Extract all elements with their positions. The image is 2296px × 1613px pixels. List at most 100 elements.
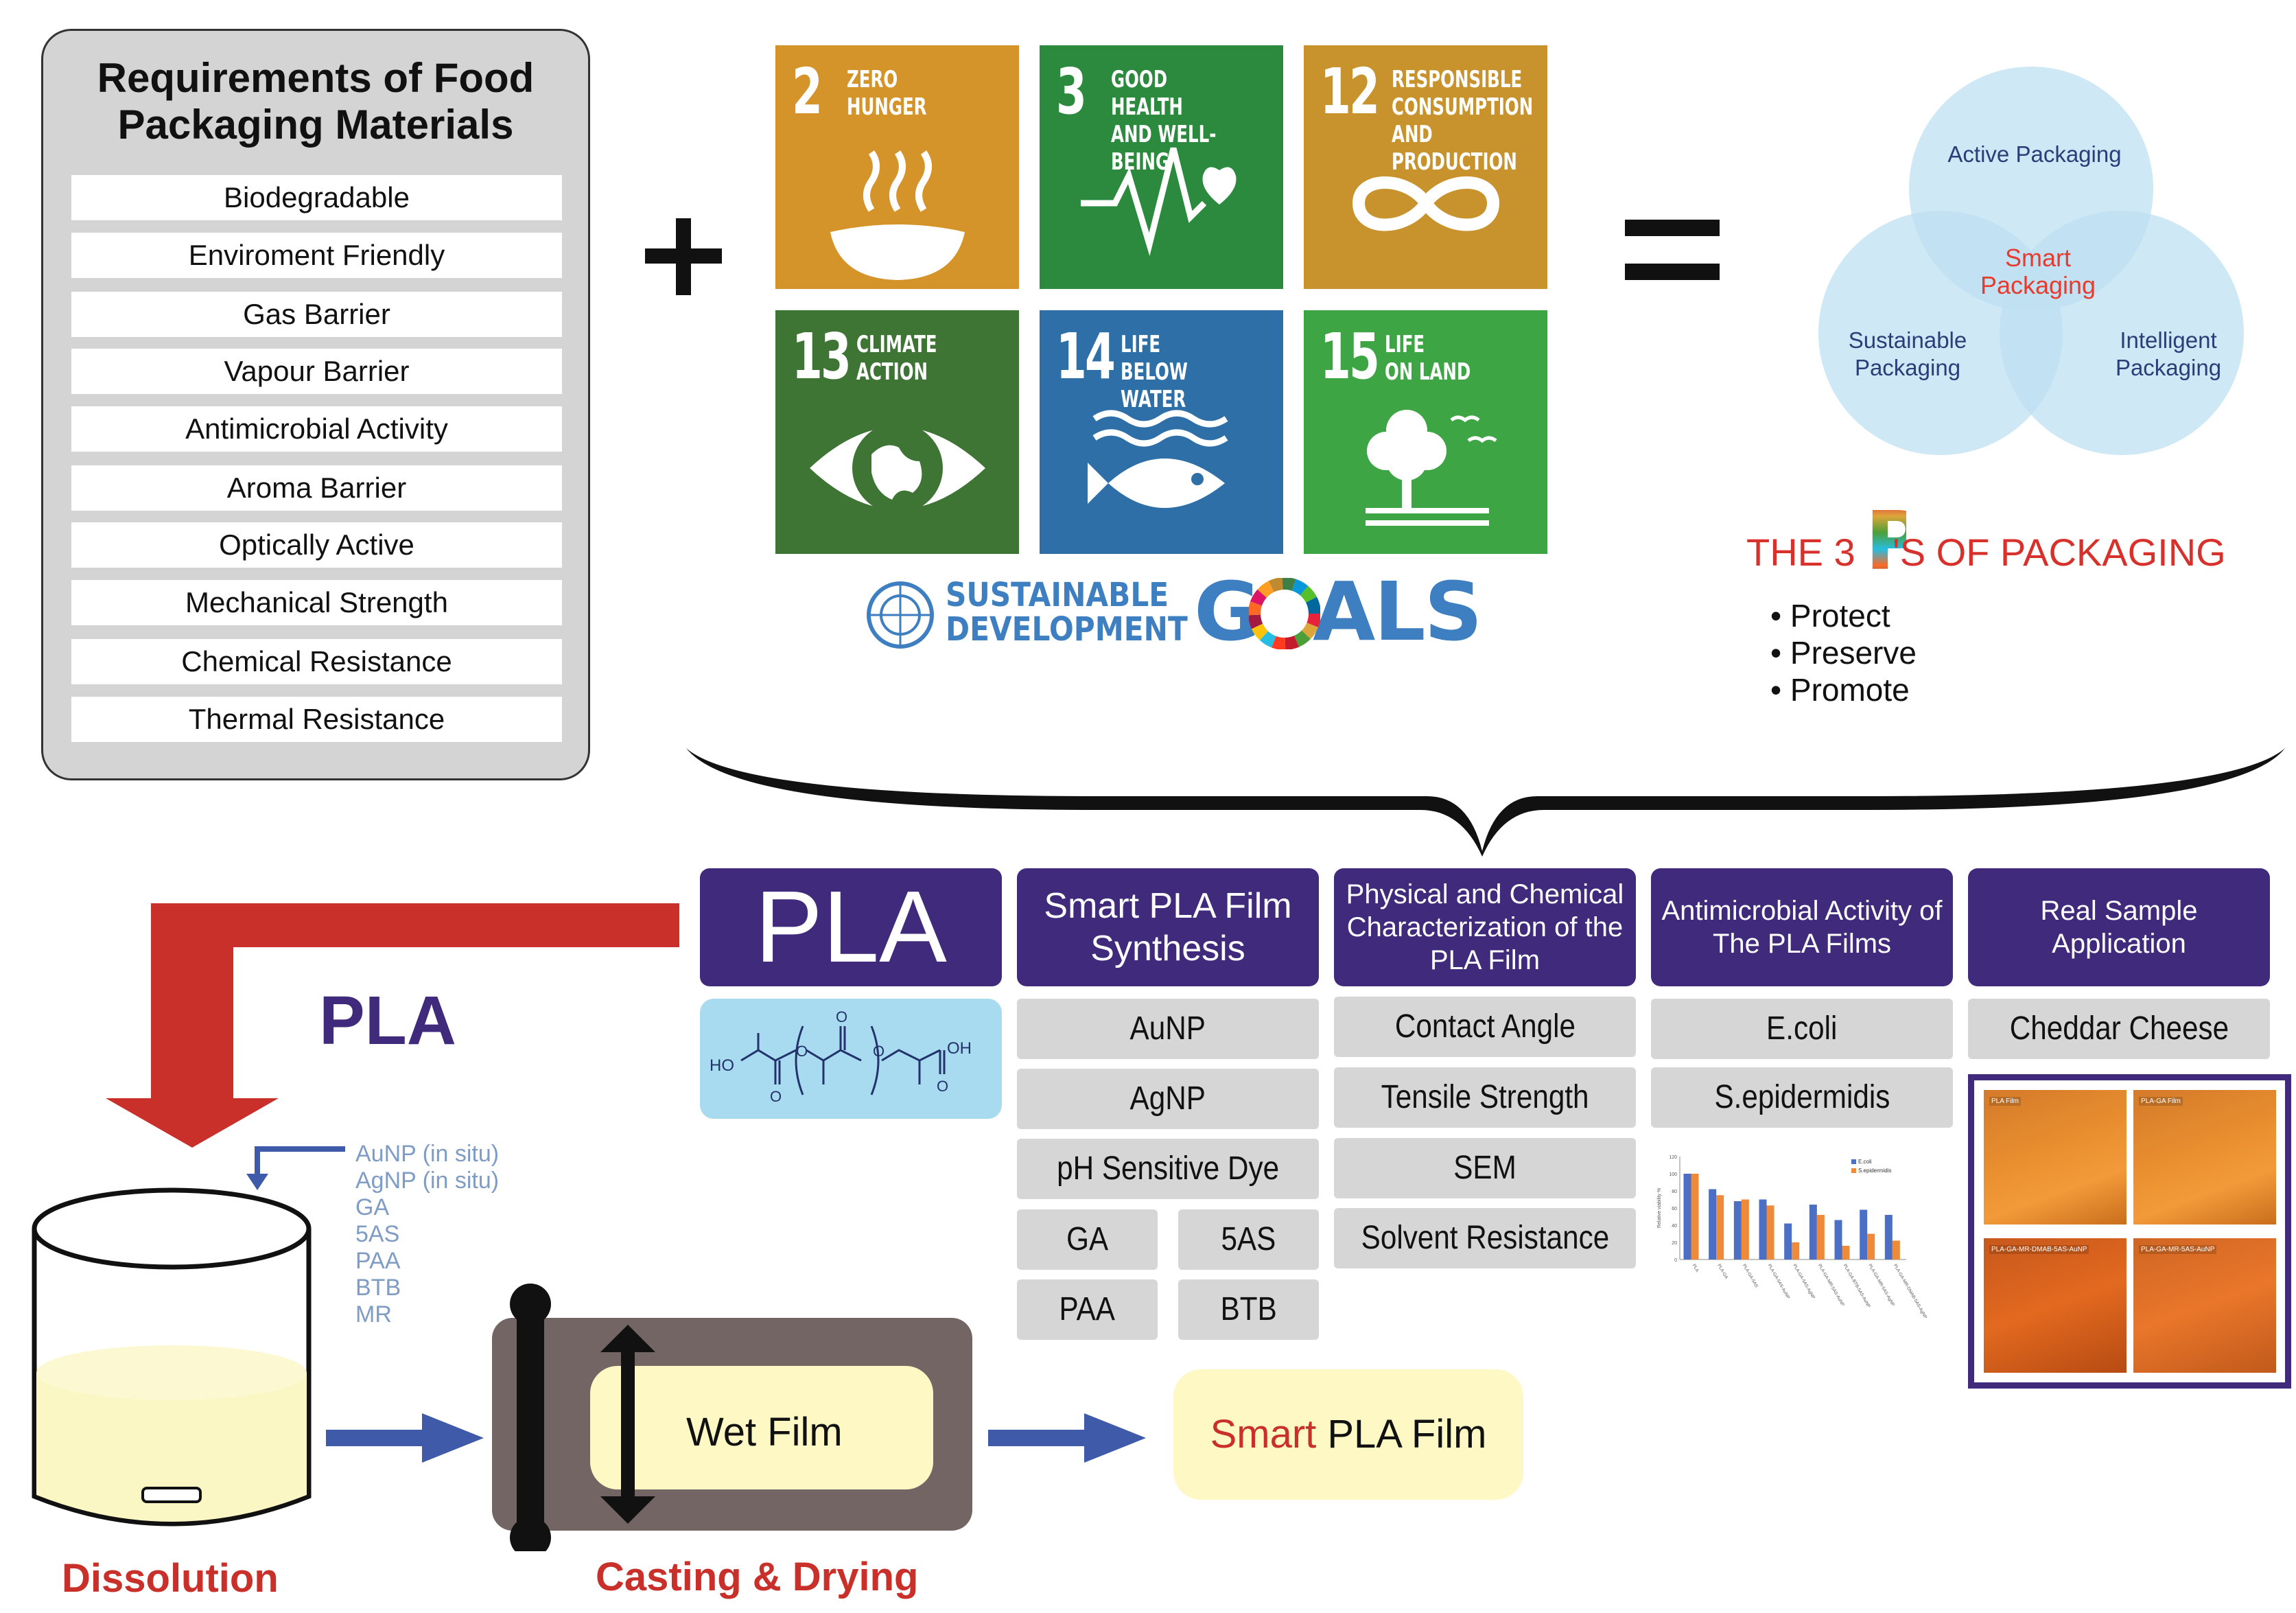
sdg-number: 14 bbox=[1056, 320, 1116, 393]
cheese-photo: PLA-GA-MR-DMAB-5AS-AuNP bbox=[1984, 1238, 2127, 1373]
chart-x-tick: PLA-GA bbox=[1716, 1264, 1729, 1281]
additive-item: MR bbox=[355, 1301, 392, 1327]
three-ps-title-suffix: 'S OF PACKAGING bbox=[1893, 531, 2226, 574]
sdg-text: LIFE ON LAND bbox=[1385, 331, 1471, 386]
requirements-title: Requirements of Food Packaging Materials bbox=[41, 55, 590, 148]
pla-structure-box bbox=[700, 999, 1002, 1119]
requirement-item: Vapour Barrier bbox=[71, 349, 562, 394]
requirement-item: Biodegradable bbox=[71, 175, 562, 220]
synthesis-item: AuNP bbox=[1017, 999, 1319, 1059]
venn-circle-intelligent bbox=[2000, 211, 2244, 455]
antimicrobial-item: S.epidermidis bbox=[1651, 1067, 1953, 1128]
chart-x-tick: PLA-GA-5AS bbox=[1742, 1264, 1759, 1289]
chart-bar-ecoli bbox=[1809, 1205, 1817, 1260]
chart-x-tick: PLA-GA-BTB-5AS-AuNP bbox=[1842, 1264, 1871, 1309]
chart-bar-sepidermidis bbox=[1691, 1174, 1699, 1260]
sdg-tile-13: 13 CLIMATE ACTION bbox=[775, 310, 1019, 554]
sdg-number: 3 bbox=[1056, 55, 1087, 128]
chart-x-tick: PLA-GA-5AS-AgNP bbox=[1792, 1264, 1816, 1300]
chart-legend-swatch bbox=[1851, 1168, 1856, 1173]
requirement-item: Enviroment Friendly bbox=[71, 233, 562, 278]
svg-text:HO: HO bbox=[710, 1056, 734, 1075]
casting-drying-label: Casting & Drying bbox=[596, 1555, 919, 1599]
venn-circle-sustainable bbox=[1818, 211, 2063, 455]
requirement-item: Optically Active bbox=[71, 522, 562, 568]
sdg-tile-12: 12 RESPONSIBLE CONSUMPTION AND PRODUCTIO… bbox=[1304, 45, 1547, 289]
chart-bar-ecoli bbox=[1759, 1199, 1767, 1260]
chart-legend-label: E.coli bbox=[1858, 1159, 1872, 1165]
blue-arrow-2 bbox=[988, 1413, 1146, 1463]
chart-bar-sepidermidis bbox=[1816, 1215, 1825, 1260]
chart-bar-ecoli bbox=[1733, 1201, 1742, 1260]
heartbeat-icon bbox=[1081, 147, 1237, 256]
chart-bar-sepidermidis bbox=[1892, 1240, 1900, 1260]
chart-bar-sepidermidis bbox=[1792, 1242, 1800, 1260]
synthesis-item: 5AS bbox=[1178, 1209, 1319, 1270]
chart-y-tick: 40 bbox=[1672, 1224, 1677, 1229]
sdg-tile-15: 15 LIFE ON LAND bbox=[1304, 310, 1547, 554]
equals-icon bbox=[1625, 220, 1720, 236]
casting-apparatus bbox=[492, 1284, 972, 1551]
chart-y-tick: 80 bbox=[1672, 1190, 1677, 1194]
chart-x-tick: PLA-GA-MR-DMAB-5AS-AgNP bbox=[1893, 1264, 1928, 1320]
sdg-number: 2 bbox=[792, 55, 823, 128]
synthesis-item: BTB bbox=[1178, 1279, 1319, 1340]
sdg-tile-14: 14 LIFE BELOW WATER bbox=[1040, 310, 1283, 554]
synthesis-item: pH Sensitive Dye bbox=[1017, 1139, 1319, 1199]
infinity-icon bbox=[1352, 176, 1500, 231]
sdg-logo-development: DEVELOPMENT bbox=[946, 610, 1188, 649]
svg-text:O: O bbox=[796, 1043, 808, 1060]
chart-y-tick: 60 bbox=[1672, 1207, 1677, 1211]
chart-y-label: Relative viability % bbox=[1657, 1188, 1662, 1228]
chart-bar-ecoli bbox=[1709, 1189, 1717, 1260]
requirement-item: Mechanical Strength bbox=[71, 580, 562, 625]
requirements-title-line2: Packaging Materials bbox=[117, 102, 514, 148]
cheese-photo-panel: PLA Film PLA-GA Film PLA-GA-MR-DMAB-5AS-… bbox=[1968, 1074, 2291, 1389]
chart-y-tick: 20 bbox=[1672, 1241, 1677, 1246]
cheese-photo: PLA Film bbox=[1984, 1090, 2127, 1225]
chart-bar-sepidermidis bbox=[1842, 1246, 1850, 1260]
svg-text:OH: OH bbox=[947, 1039, 972, 1058]
chart-bar-sepidermidis bbox=[1766, 1205, 1774, 1260]
sdg-text: LIFE BELOW WATER bbox=[1121, 331, 1188, 413]
bowl-icon bbox=[830, 150, 965, 280]
sdg-logo-sustainable: SUSTAINABLE bbox=[946, 576, 1169, 614]
sdg-text: CLIMATE ACTION bbox=[856, 331, 937, 386]
chart-y-tick: 100 bbox=[1669, 1172, 1677, 1177]
dissolution-label: Dissolution bbox=[62, 1556, 279, 1601]
equals-icon-lower bbox=[1625, 264, 1720, 280]
plus-icon-vertical bbox=[676, 218, 691, 295]
additive-arrow bbox=[246, 1146, 345, 1190]
cheese-photo: PLA-GA-MR-5AS-AuNP bbox=[2133, 1238, 2276, 1373]
tree-birds-icon bbox=[1366, 410, 1497, 526]
additive-item: BTB bbox=[355, 1275, 401, 1301]
chart-bar-ecoli bbox=[1784, 1223, 1792, 1260]
characterization-item: Tensile Strength bbox=[1334, 1067, 1636, 1128]
red-elbow-arrow bbox=[106, 903, 679, 1148]
characterization-item: SEM bbox=[1334, 1138, 1636, 1198]
sdg-text: RESPONSIBLE CONSUMPTION AND PRODUCTION bbox=[1392, 66, 1534, 176]
real-sample-item: Cheddar Cheese bbox=[1968, 999, 2270, 1059]
svg-text:O: O bbox=[770, 1088, 782, 1105]
characterization-item: Solvent Resistance bbox=[1334, 1208, 1636, 1268]
three-ps-item: • Promote bbox=[1770, 672, 1910, 708]
pla-structure-icon: HO OH O O O O O bbox=[710, 1008, 972, 1105]
sdg-number: 13 bbox=[792, 320, 852, 393]
chart-bar-sepidermidis bbox=[1867, 1233, 1875, 1260]
chart-bar-ecoli bbox=[1683, 1174, 1691, 1260]
venn-label-active: Active Packaging bbox=[1947, 141, 2122, 167]
svg-text:O: O bbox=[937, 1078, 948, 1095]
three-ps-item: • Protect bbox=[1770, 598, 1890, 634]
cheese-photo: PLA-GA Film bbox=[2133, 1090, 2276, 1225]
requirement-item: Thermal Resistance bbox=[71, 697, 562, 742]
sdg-logo-goals: G ALS bbox=[1194, 564, 1483, 659]
sdg-number: 12 bbox=[1320, 55, 1380, 128]
blue-arrow-1 bbox=[326, 1413, 484, 1463]
three-ps-title-prefix: THE 3 bbox=[1746, 531, 1855, 574]
